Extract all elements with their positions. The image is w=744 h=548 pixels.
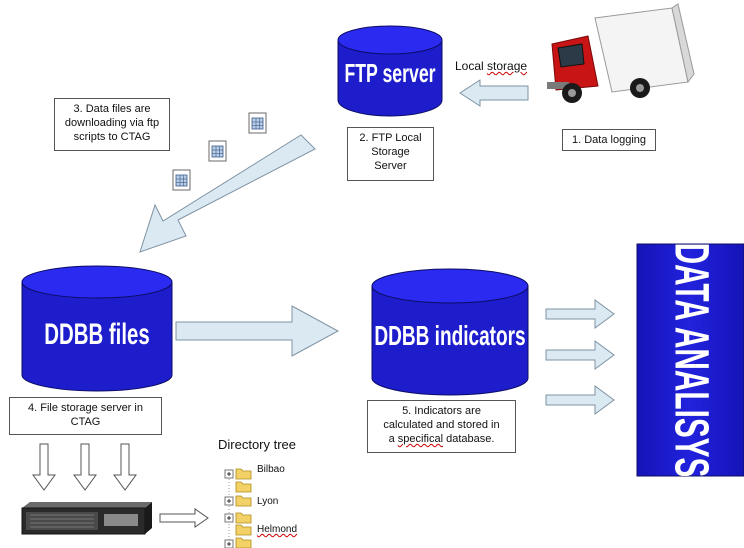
step-2-line-3: Server: [374, 160, 407, 172]
arrow-to-analysis-2: [545, 340, 615, 370]
step-4-line-1: 4. File storage server in: [28, 402, 143, 414]
spreadsheet-file-icon: [248, 112, 267, 134]
arrow-down-2: [73, 443, 97, 491]
step-5-line-3-c: database.: [443, 433, 495, 445]
folder-icon: [235, 495, 252, 507]
step-3-line-2: downloading via ftp: [64, 117, 160, 129]
arrow-down-1: [32, 443, 56, 491]
step-5-line-2: calculated and stored in: [383, 419, 500, 431]
data-analysis-box: [636, 243, 744, 477]
local-storage-text-b: storage: [487, 59, 528, 73]
directory-tree: [224, 469, 234, 548]
folder-icon: [235, 481, 252, 493]
ddbb-files-cylinder: [21, 265, 173, 392]
step-3-box: 3. Data files are downloading via ftp sc…: [54, 98, 170, 151]
arrow-local-storage: [459, 79, 529, 107]
truck-icon: [547, 3, 695, 103]
ddbb-indicators-label: DDBB indicators: [374, 320, 526, 351]
folder-icon: [235, 524, 252, 536]
local-storage-text-a: Local: [455, 59, 488, 73]
arrow-server-to-tree: [159, 508, 209, 528]
step-5-line-3: a specifical database.: [372, 432, 511, 446]
ddbb-indicators-cylinder: [371, 268, 529, 396]
ddbb-files-label: DDBB files: [44, 318, 150, 351]
arrow-to-analysis-1: [545, 299, 615, 329]
arrow-ftp-download: [139, 134, 316, 253]
spreadsheet-file-icon: [172, 169, 191, 191]
folder-icon: [235, 468, 252, 480]
step-5-box: 5. Indicators are calculated and stored …: [367, 400, 516, 453]
arrow-to-analysis-3: [545, 385, 615, 415]
step-3-line-3: scripts to CTAG: [73, 131, 151, 143]
step-1-box: 1. Data logging: [562, 129, 656, 151]
arrow-down-3: [113, 443, 137, 491]
rack-server-icon: [21, 502, 152, 535]
step-4-box: 4. File storage server in CTAG: [9, 397, 162, 435]
local-storage-label: Local storage: [455, 59, 527, 73]
ftp-server-cylinder: [337, 25, 443, 117]
folder-icon: [235, 512, 252, 524]
spreadsheet-file-icon: [208, 140, 227, 162]
step-2-line-2: Storage: [371, 146, 410, 158]
folder-icon: [235, 537, 252, 548]
step-3-line-1: 3. Data files are: [73, 103, 151, 115]
ftp-server-label: FTP server: [344, 58, 436, 88]
step-1-text: 1. Data logging: [572, 134, 646, 146]
tree-item-lyon[interactable]: Lyon: [257, 496, 279, 507]
step-5-line-1: 5. Indicators are: [402, 405, 481, 417]
directory-tree-title: Directory tree: [218, 437, 297, 452]
step-5-line-3-a: a: [388, 433, 398, 445]
arrow-files-to-indicators: [175, 305, 340, 357]
step-4-line-2: CTAG: [70, 416, 101, 428]
tree-item-bilbao[interactable]: Bilbao: [257, 464, 285, 475]
step-5-line-3-b: specifical: [397, 433, 444, 445]
step-2-line-1: 2. FTP Local: [359, 132, 422, 144]
data-analysis-text: DATA ANALISYS: [664, 244, 718, 476]
step-2-box: 2. FTP Local Storage Server: [347, 127, 434, 181]
tree-item-helmond[interactable]: Helmond: [257, 524, 298, 535]
data-analysis-label: DATA ANALISYS: [637, 244, 744, 476]
